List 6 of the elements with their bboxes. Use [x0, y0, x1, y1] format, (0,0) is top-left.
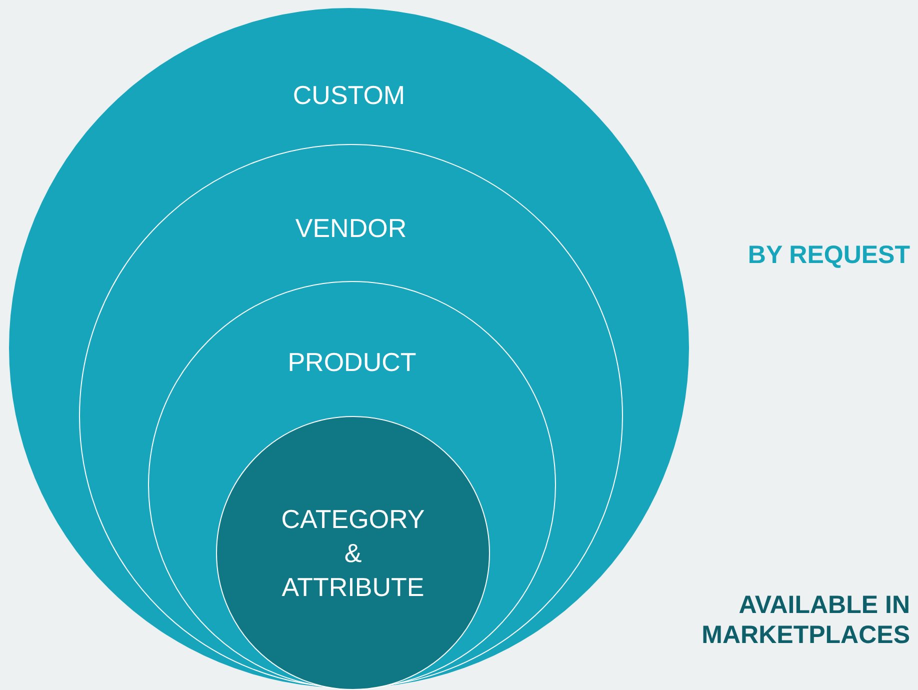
- side-label: AVAILABLE IN MARKETPLACES: [700, 590, 910, 650]
- circle-label: VENDOR: [295, 212, 407, 245]
- side-label: BY REQUEST: [746, 240, 910, 270]
- circle-label: CATEGORY & ATTRIBUTE: [280, 503, 426, 604]
- circle-label: CUSTOM: [292, 79, 406, 112]
- circle-label: PRODUCT: [288, 346, 416, 379]
